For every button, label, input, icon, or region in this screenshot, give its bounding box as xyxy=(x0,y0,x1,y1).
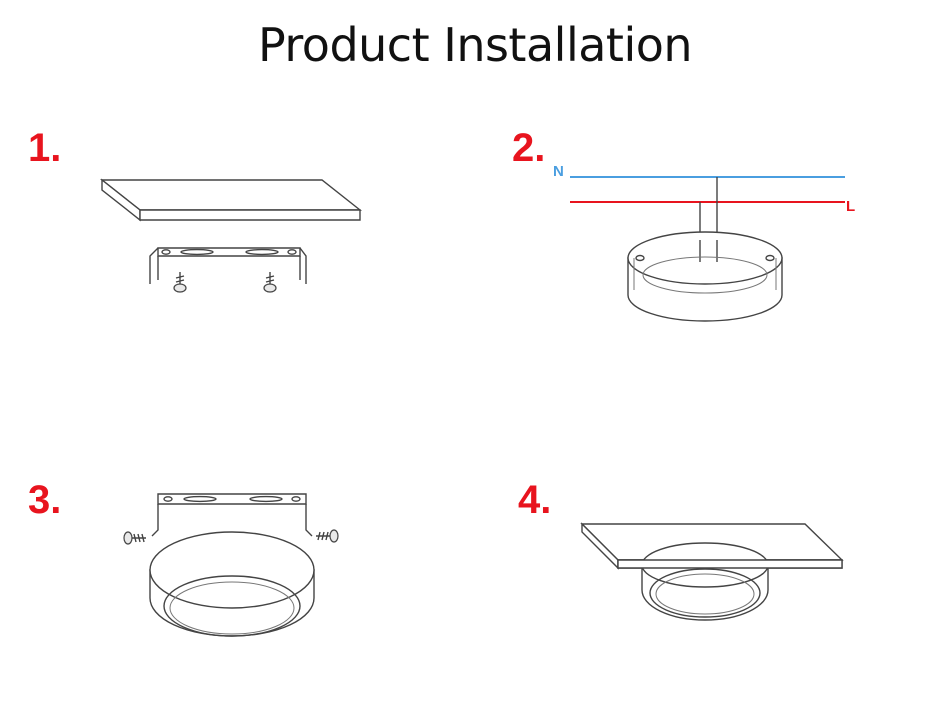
neutral-wire-label: N xyxy=(553,163,564,180)
round-lamp xyxy=(149,531,315,637)
step-1-number: 1. xyxy=(28,126,62,170)
step-2-number: 2. xyxy=(512,126,546,170)
step-4-illustration xyxy=(580,522,844,621)
ceiling-panel xyxy=(99,178,363,222)
lamp-body-wiring xyxy=(627,231,783,322)
mounting-bracket xyxy=(149,247,307,284)
mounted-lamp xyxy=(617,542,843,621)
step-4-number: 4. xyxy=(518,478,552,522)
live-wire-label: L xyxy=(846,198,856,215)
screw-right-side xyxy=(316,529,339,543)
step-2-illustration xyxy=(570,176,845,322)
step-3-illustration xyxy=(123,493,339,637)
screw-left xyxy=(173,272,187,293)
step-3-number: 3. xyxy=(28,478,62,522)
screw-left-side xyxy=(123,531,146,545)
page-title: Product Installation xyxy=(257,18,693,72)
screw-right xyxy=(263,272,277,293)
step-1-illustration xyxy=(99,178,363,293)
bracket-attached xyxy=(151,493,313,537)
